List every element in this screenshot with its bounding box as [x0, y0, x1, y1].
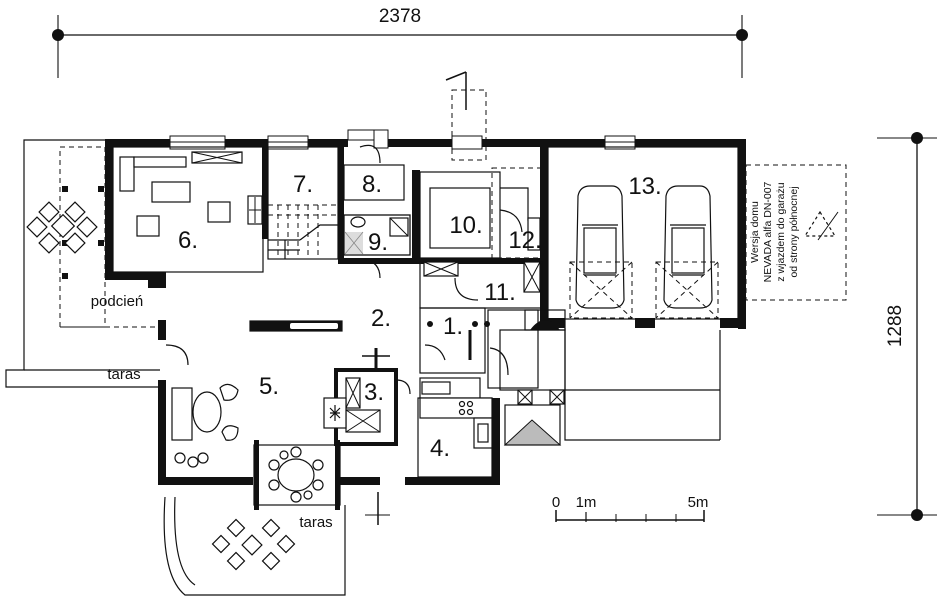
height-dimension: 1288: [877, 132, 937, 521]
room-1-label: 1.: [443, 313, 463, 340]
car-right: [663, 185, 713, 309]
room-10: 10.: [419, 171, 501, 259]
room-13: 13.: [547, 146, 739, 320]
room-3: 3.: [323, 348, 411, 446]
south-terrace: [163, 492, 390, 596]
room-8-label: 8.: [362, 171, 382, 198]
room-2-label: 2.: [371, 305, 391, 332]
version-note-line4: od strony północnej: [788, 186, 800, 277]
dining-area: [253, 440, 341, 510]
width-dimension-label: 2378: [379, 6, 421, 27]
room-10-label: 10.: [449, 212, 482, 239]
room-7: 7.: [267, 146, 339, 260]
room-12-label: 12.: [508, 227, 541, 254]
version-note-line1: Wersja domu: [749, 201, 761, 263]
version-note-line2: NEVADA alfa DN-007: [762, 181, 774, 282]
room-7-label: 7.: [293, 171, 313, 198]
scale-bar: 0 1m 5m: [552, 494, 709, 522]
section-marker-top: [445, 71, 487, 161]
podcien-label: podcień: [91, 293, 144, 310]
room-2: 2.: [249, 305, 391, 332]
room-4-label: 4.: [430, 435, 450, 462]
taras-south-label: taras: [299, 514, 332, 531]
entrance: [487, 309, 721, 446]
room-13-label: 13.: [628, 173, 661, 200]
width-dimension: 2378: [52, 6, 748, 78]
driveway: [745, 164, 847, 301]
room-4: 4.: [417, 377, 493, 478]
room-1: 1.: [419, 307, 490, 374]
scale-1m: 1m: [576, 494, 597, 511]
room-5: 5.: [165, 344, 279, 468]
room-9-label: 9.: [368, 229, 388, 256]
scale-5m: 5m: [688, 494, 709, 511]
room-11: 11.: [419, 261, 543, 309]
room-6-label: 6.: [178, 227, 198, 254]
room-8: 8.: [343, 144, 405, 201]
room-12: 12.: [491, 167, 544, 259]
porch-outline: [5, 139, 160, 388]
room-11-label: 11.: [484, 279, 516, 306]
north-windows: [169, 129, 636, 150]
room-6: 6.: [112, 146, 264, 273]
room-9: 9.: [343, 214, 411, 279]
version-note: Wersja domu NEVADA alfa DN-007 z wjazdem…: [749, 181, 800, 282]
taras-west-label: taras: [107, 366, 140, 383]
version-note-line3: z wjazdem do garażu: [775, 182, 787, 281]
room-3-label: 3.: [364, 379, 384, 406]
scale-zero: 0: [552, 494, 560, 511]
room-5-label: 5.: [259, 373, 279, 400]
height-dimension-label: 1288: [885, 305, 906, 347]
exterior-walls: [105, 139, 746, 485]
